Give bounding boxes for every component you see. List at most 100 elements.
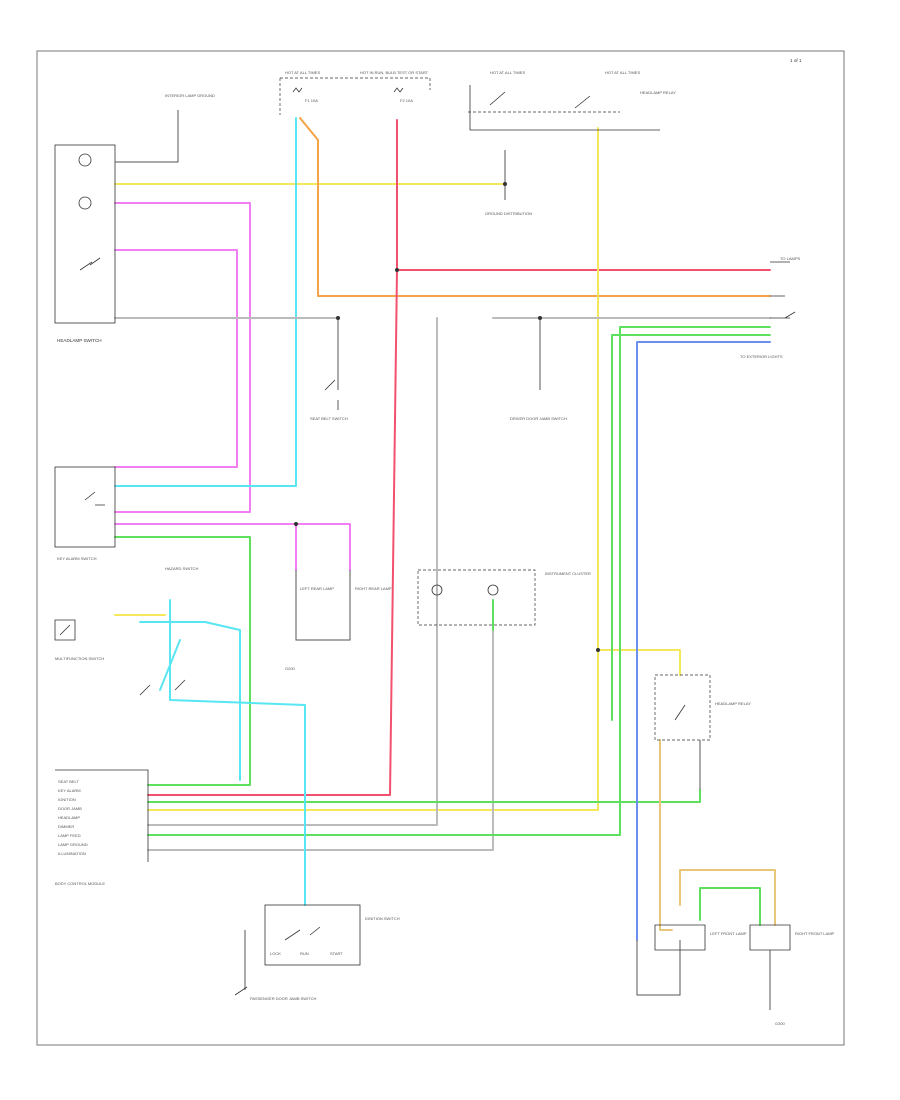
- interior-ground-label: INTERIOR LAMP GROUND: [165, 93, 215, 98]
- splice-dot: [538, 316, 542, 320]
- ignition-switch-label: IGNITION SWITCH: [365, 916, 400, 921]
- key-alarm-contact-icon: [84, 491, 105, 506]
- driver-door-label: DRIVER DOOR JAMB SWITCH: [510, 416, 567, 421]
- wire-cyan-lower: [169, 599, 306, 906]
- fuse-a-label: F1 10A: [305, 98, 318, 103]
- headlamp-switch-contact-icon: [79, 257, 101, 271]
- module-pin-label: DOOR JAMB: [58, 806, 82, 811]
- cluster-lamp-1-icon: [431, 584, 443, 596]
- module-pin-label: IGNITION: [58, 797, 76, 802]
- wire-pink-lower: [114, 523, 351, 571]
- wire-green-left: [114, 536, 251, 786]
- module-pin-label: SEAT BELT: [58, 779, 79, 784]
- ignition-switch-contact-icon: [284, 926, 321, 941]
- fuse-a-icon: [292, 87, 303, 93]
- module-pin-label: ILLUMINATION: [58, 851, 86, 856]
- multifunction-switch-icon: [54, 619, 76, 641]
- module-box: [55, 769, 149, 862]
- wire-tan-loop: [679, 869, 776, 926]
- wire-green-right2: [611, 334, 771, 721]
- wire-green-right1: [147, 326, 771, 836]
- wire-tan-right: [659, 739, 673, 931]
- hot-label-3: HOT AT ALL TIMES: [490, 70, 525, 75]
- to-lamps-label: TO LAMPS: [780, 256, 800, 261]
- key-alarm-switch-icon: [469, 85, 660, 131]
- splice-dot: [395, 268, 399, 272]
- left-front-lamp-label: LEFT FRONT LAMP: [710, 931, 747, 936]
- headlamp-relay-top-label: HEADLAMP RELAY: [640, 90, 676, 95]
- key-alarm-ground-label: GROUND DISTRIBUTION: [485, 211, 532, 216]
- ign-lock-label: LOCK: [270, 951, 281, 956]
- headlamp-switch-lamp-icon: [78, 153, 92, 167]
- ign-run-label: RUN: [300, 951, 309, 956]
- wire-cyan-main: [114, 117, 297, 487]
- headlamp-relay-contact-icon: [674, 704, 686, 721]
- wire-orange-main: [299, 117, 771, 297]
- wire-gray-bottom: [147, 629, 494, 851]
- module-pin-label: DIMMER: [58, 824, 74, 829]
- headlamp-switch-box: [54, 144, 116, 324]
- splice-dot: [336, 316, 340, 320]
- wire-blue-right: [636, 341, 771, 941]
- wire-yellow-right: [147, 127, 599, 811]
- module-pin-label: LAMP GROUND: [58, 842, 88, 847]
- module-pin-label: KEY ALARM: [58, 788, 81, 793]
- module-pin-list: SEAT BELT KEY ALARM IGNITION DOOR JAMB HEADL…: [58, 779, 88, 856]
- instrument-cluster-label: INSTRUMENT CLUSTER: [545, 571, 591, 576]
- module-pin-label: HEADLAMP: [58, 815, 80, 820]
- headlamp-relay-box: [654, 674, 711, 741]
- fuse-b-label: F2 10A: [400, 98, 413, 103]
- front-lamp-ground: [636, 940, 681, 996]
- wire-green-mid: [147, 789, 701, 803]
- wire-yellow-relay: [597, 649, 681, 676]
- headlamp-switch-lamp2-icon: [78, 196, 92, 210]
- multifunction-switch-label: MULTIFUNCTION SWITCH: [55, 656, 104, 661]
- module-label: BODY CONTROL MODULE: [55, 881, 105, 886]
- key-alarm-box: [54, 466, 116, 548]
- headlamp-switch-label: HEADLAMP SWITCH: [57, 338, 102, 343]
- page-border: [36, 50, 845, 1046]
- splice-dot: [596, 648, 600, 652]
- right-rear-lamp-label: RIGHT REAR LAMP: [355, 586, 392, 591]
- left-rear-lamp-label: LEFT REAR LAMP: [300, 586, 334, 591]
- rear-lamps-ground: [295, 570, 351, 641]
- ignition-switch-box: [264, 904, 361, 966]
- right-front-lamp-label: RIGHT FRONT LAMP: [795, 931, 835, 936]
- passenger-door-switch-icon: [234, 986, 248, 996]
- cluster-lamp-2-icon: [487, 584, 499, 596]
- fuse-b-icon: [393, 87, 404, 93]
- fuse-block-outline: [279, 77, 431, 115]
- wire-gray-mid: [147, 317, 438, 826]
- hot-label-2: HOT IN RUN, BULB TEST OR START: [360, 70, 429, 75]
- wire-cyan-lower2: [139, 621, 241, 781]
- to-exterior-label: TO EXTERIOR LIGHTS: [740, 354, 783, 359]
- splice-dot: [503, 182, 507, 186]
- instrument-cluster-box: [417, 569, 536, 626]
- wire-red-down: [147, 269, 398, 796]
- splice-dot: [294, 522, 298, 526]
- wire-pink-inner: [114, 249, 238, 468]
- headlamp-relay-label: HEADLAMP RELAY: [715, 701, 751, 706]
- wire-cyan-lower3: [159, 639, 181, 691]
- module-pin-label: LAMP FEED: [58, 833, 81, 838]
- page-ref: 1 of 1: [790, 58, 802, 63]
- ground-g300-label: G300: [775, 1021, 786, 1026]
- ign-start-label: START: [330, 951, 343, 956]
- wire-green-rl: [699, 887, 761, 926]
- top-ground-wire: [115, 110, 179, 163]
- ground-g200-label: G200: [285, 666, 296, 671]
- right-front-lamp-box: [749, 924, 791, 951]
- hazard-switch-label: HAZARD SWITCH: [165, 566, 198, 571]
- left-front-lamp-box: [654, 924, 706, 951]
- hot-label-4: HOT AT ALL TIMES: [605, 70, 640, 75]
- dimmer-contact-icon: [139, 679, 186, 696]
- seat-belt-switch-icon: [324, 379, 339, 410]
- seat-belt-switch-label: SEAT BELT SWITCH: [310, 416, 348, 421]
- passenger-door-label: PASSENGER DOOR JAMB SWITCH: [250, 996, 316, 1001]
- key-alarm-label: KEY ALARM SWITCH: [57, 556, 97, 561]
- right-connectors: [770, 261, 796, 319]
- hot-label-1: HOT AT ALL TIMES: [285, 70, 320, 75]
- wire-pink-top: [114, 202, 251, 513]
- wire-red-main: [396, 119, 771, 271]
